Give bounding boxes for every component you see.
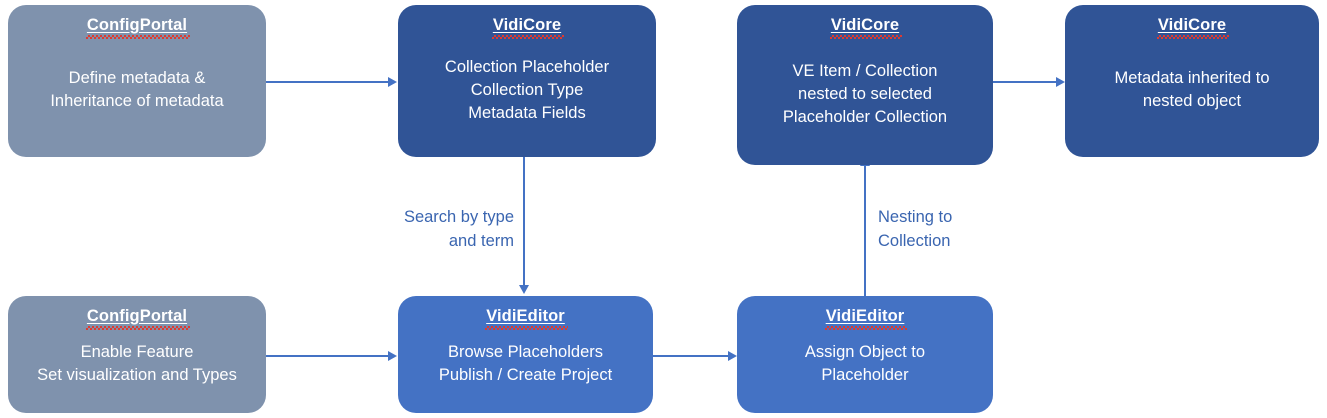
- node-title: VidiCore: [829, 16, 903, 39]
- node-body-line: nested to selected: [798, 84, 932, 103]
- node-body: Enable Feature Set visualization and Typ…: [16, 341, 258, 387]
- node-body: Define metadata & Inheritance of metadat…: [16, 67, 258, 113]
- arrowhead-vidicore-nested-to-inherited: [1056, 77, 1065, 87]
- node-config-portal-metadata[interactable]: ConfigPortal Define metadata & Inheritan…: [8, 5, 266, 157]
- connector-vidieditor-assign-to-vidicore-nested: [864, 165, 866, 296]
- node-title: VidiEditor: [485, 307, 568, 330]
- node-body-line: Inheritance of metadata: [50, 92, 224, 110]
- edge-label-line: Search by type: [403, 208, 514, 226]
- node-title: ConfigPortal: [85, 16, 191, 39]
- node-body-line: Metadata inherited to: [1114, 69, 1270, 87]
- connector-configportal-to-vidicore: [266, 81, 388, 83]
- edge-label-line: Collection: [878, 232, 951, 250]
- edge-label-nesting-to-collection: Nesting to Collection: [878, 205, 1038, 253]
- connector-vidieditor-browse-to-assign: [653, 355, 728, 357]
- connector-configportal-feature-to-vidieditor: [266, 355, 388, 357]
- node-vidicore-collection-placeholder[interactable]: VidiCore Collection Placeholder Collecti…: [398, 5, 656, 157]
- node-body-line: nested object: [1142, 92, 1242, 110]
- node-vidicore-nested-item[interactable]: VidiCore VE Item / Collection nested to …: [737, 5, 993, 165]
- node-vidieditor-browse[interactable]: VidiEditor Browse Placeholders Publish /…: [398, 296, 653, 413]
- edge-label-line: and term: [448, 232, 514, 250]
- node-body-line: Assign Object to: [804, 342, 926, 361]
- node-body-line: Collection Type: [470, 80, 584, 99]
- connector-vidicore-nested-to-inherited: [993, 81, 1056, 83]
- node-body: VE Item / Collection nested to selected …: [745, 60, 985, 129]
- node-body-line: Enable Feature: [80, 342, 194, 361]
- arrowhead-configportal-to-vidicore: [388, 77, 397, 87]
- arrowhead-vidieditor-browse-to-assign: [728, 351, 737, 361]
- node-body: Metadata inherited to nested object: [1073, 67, 1311, 113]
- node-body: Collection Placeholder Collection Type M…: [406, 56, 648, 125]
- node-title: VidiCore: [491, 16, 565, 39]
- connector-vidicore-to-vidieditor-browse: [523, 157, 525, 286]
- node-vidieditor-assign[interactable]: VidiEditor Assign Object to Placeholder: [737, 296, 993, 413]
- node-body-line: Publish / Create Project: [438, 365, 613, 384]
- node-body: Assign Object to Placeholder: [745, 341, 985, 387]
- node-body-line: VE Item / Collection: [792, 61, 938, 80]
- arrowhead-configportal-feature-to-vidieditor: [388, 351, 397, 361]
- node-body-line: Collection Placeholder: [444, 57, 610, 76]
- edge-label-search-by-type: Search by type and term: [358, 205, 514, 253]
- node-vidicore-metadata-inherited[interactable]: VidiCore Metadata inherited to nested ob…: [1065, 5, 1319, 157]
- node-body-line: Define metadata &: [68, 69, 206, 87]
- arrowhead-vidicore-to-vidieditor-browse: [519, 285, 529, 294]
- node-body-line: Browse Placeholders: [448, 342, 603, 361]
- node-title: ConfigPortal: [85, 307, 191, 330]
- node-title: VidiEditor: [824, 307, 907, 330]
- node-config-portal-feature[interactable]: ConfigPortal Enable Feature Set visualiz…: [8, 296, 266, 413]
- node-body: Browse Placeholders Publish / Create Pro…: [406, 341, 645, 387]
- node-title: VidiCore: [1156, 16, 1230, 39]
- edge-label-line: Nesting to: [878, 208, 953, 226]
- node-body-line: Placeholder Collection: [782, 107, 948, 126]
- node-body-line: Metadata Fields: [468, 103, 586, 122]
- node-body-line: Placeholder: [821, 365, 909, 384]
- node-body-line: Set visualization and Types: [37, 365, 237, 384]
